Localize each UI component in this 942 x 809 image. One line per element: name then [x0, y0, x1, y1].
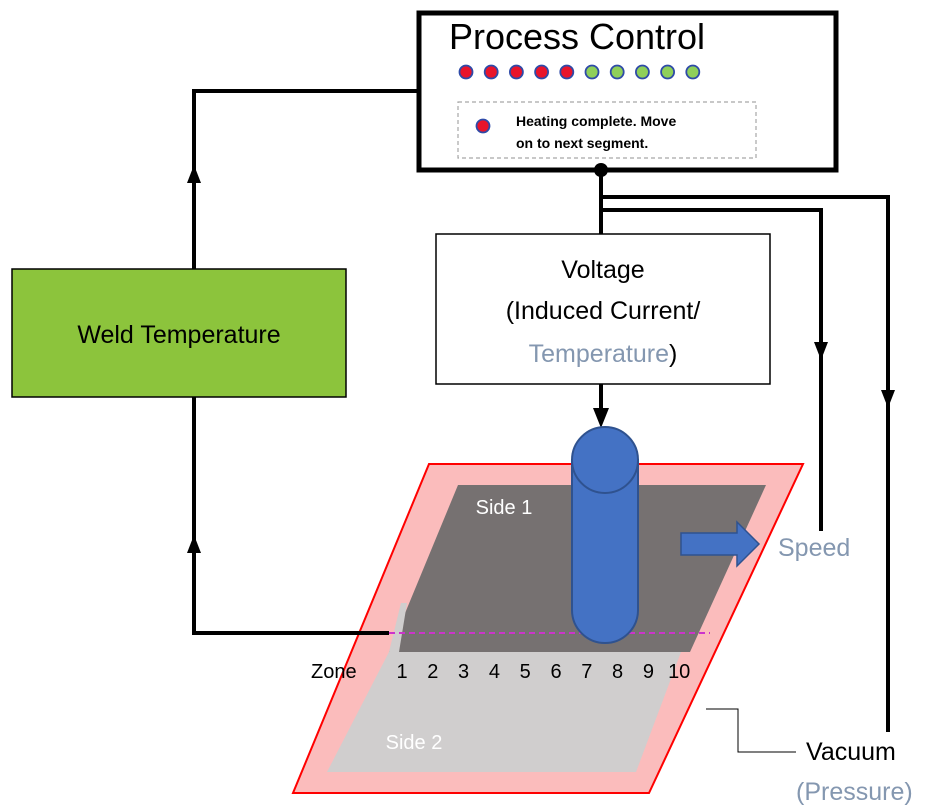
status-red-dot-icon — [475, 118, 491, 134]
zone-number-4: 4 — [489, 661, 500, 683]
zone-indicator-dot-4 — [534, 64, 549, 80]
arrow-up-icon — [187, 165, 201, 183]
weld-temperature-box — [11, 268, 347, 398]
induction-roller — [571, 459, 639, 644]
voltage-box — [435, 233, 771, 385]
zone-number-10: 10 — [668, 661, 690, 683]
induction-roller-top — [571, 426, 639, 494]
status-message-box — [457, 101, 757, 159]
side-2-label: Side 2 — [386, 732, 443, 754]
temperature-text: Temperature — [529, 340, 669, 368]
zone-indicator-dot-8 — [635, 64, 650, 80]
speed-label: Speed — [778, 534, 850, 562]
zone-number-3: 3 — [458, 661, 469, 683]
zone-indicator-dot-1 — [458, 64, 474, 80]
zone-indicator-row — [458, 64, 701, 80]
zone-indicator-dot-6 — [584, 64, 600, 80]
zone-number-5: 5 — [520, 661, 531, 683]
status-message-line-2: on to next segment. — [516, 135, 648, 151]
side-2-panel — [327, 652, 681, 772]
induced-current-label: (Induced Current/ — [506, 297, 701, 325]
arrow-down-icon — [814, 342, 828, 360]
zone-number-2: 2 — [427, 661, 438, 683]
zone-number-6: 6 — [550, 661, 561, 683]
junction-dot — [594, 163, 608, 177]
zone-indicator-dot-2 — [483, 64, 499, 80]
voltage-label: Voltage — [561, 256, 644, 284]
closing-paren: ) — [669, 340, 677, 368]
arrow-up-icon — [187, 535, 201, 553]
zone-indicator-dot-7 — [609, 64, 625, 80]
zone-indicator-dot-9 — [660, 64, 675, 80]
side-1-label: Side 1 — [476, 497, 533, 519]
vacuum-label: Vacuum — [806, 738, 896, 766]
zone-label: Zone — [311, 661, 357, 683]
zone-indicator-dot-3 — [509, 64, 524, 80]
speed-arrow-icon — [680, 520, 761, 568]
zone-number-7: 7 — [581, 661, 592, 683]
zone-number-1: 1 — [396, 661, 407, 683]
vacuum-callout-line — [706, 708, 796, 753]
arrow-down-icon — [881, 390, 895, 408]
zone-number-8: 8 — [612, 661, 623, 683]
process-control-title: Process Control — [449, 16, 705, 57]
arrow-down-icon — [593, 408, 609, 428]
process-control-panel — [416, 10, 839, 173]
speed-control-line — [601, 208, 823, 531]
weld-temperature-label: Weld Temperature — [77, 321, 280, 349]
vacuum-control-line — [601, 195, 890, 732]
zone-indicator-dot-10 — [685, 64, 701, 80]
side-1-edge — [389, 603, 407, 652]
pressure-label: (Pressure) — [796, 778, 913, 806]
zone-indicator-dot-5 — [559, 64, 575, 80]
zone-number-9: 9 — [643, 661, 654, 683]
temperature-label: Temperature) — [529, 340, 678, 368]
status-message-line-1: Heating complete. Move — [516, 113, 676, 129]
